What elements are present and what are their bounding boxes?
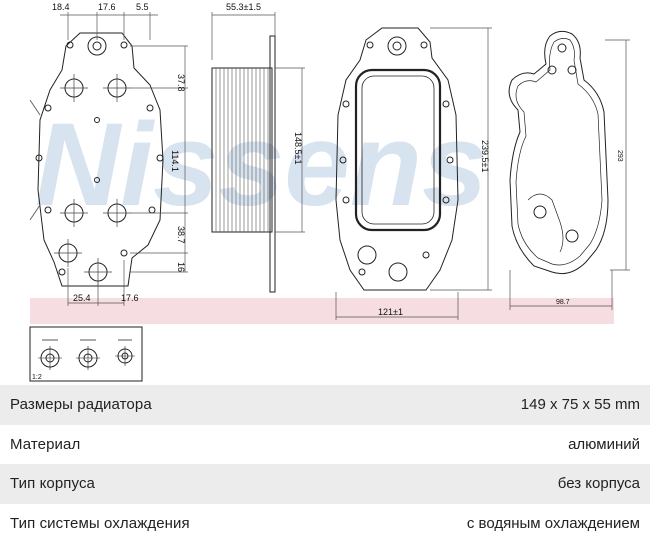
front-dim-bottom-2: 17.6: [121, 293, 139, 303]
spec-row-material: Материал алюминий: [0, 425, 650, 465]
seal-view: [508, 30, 630, 310]
detail-scale: 1:2: [32, 374, 42, 381]
gasket-dim-width: 121±1: [378, 307, 403, 317]
gasket-dim-height: 239.5±1: [480, 140, 490, 172]
front-dim-top-1: 18.4: [52, 2, 70, 12]
gasket-view: [335, 27, 492, 320]
brand-watermark: Nissens: [35, 99, 488, 231]
spec-value: с водяным охлаждением: [466, 514, 640, 532]
front-dim-top-3: 5.5: [136, 2, 149, 12]
front-dim-right-4: 16: [176, 262, 186, 272]
spec-value: без корпуса: [557, 475, 640, 493]
front-dim-right-2: 114.1: [170, 150, 180, 172]
spec-label: Тип системы охлаждения: [10, 514, 190, 532]
front-view: [29, 12, 188, 306]
highlight-band: [30, 298, 614, 324]
spec-row-size: Размеры радиатора 149 x 75 x 55 mm: [0, 385, 650, 425]
seal-dim-width: 98.7: [556, 299, 570, 306]
side-dim-height: 148.5±1: [293, 132, 303, 164]
front-dim-right-1: 37.8: [176, 74, 186, 92]
front-dim-right-3: 38.7: [176, 226, 186, 244]
front-dim-top-2: 17.6: [98, 2, 116, 12]
side-dim-width: 55.3±1.5: [226, 2, 261, 12]
front-dim-bottom-1: 25.4: [73, 293, 91, 303]
detail-box: [29, 326, 143, 382]
spec-label: Размеры радиатора: [10, 396, 152, 414]
spec-value: алюминий: [568, 435, 640, 453]
spec-value: 149 x 75 x 55 mm: [520, 396, 640, 414]
seal-dim-height: 293: [616, 150, 623, 162]
spec-label: Тип корпуса: [10, 475, 95, 493]
spec-row-cooling: Тип системы охлаждения с водяным охлажде…: [0, 504, 650, 543]
spec-label: Материал: [10, 435, 81, 453]
specs-table: Размеры радиатора 149 x 75 x 55 mm Матер…: [0, 385, 650, 543]
side-view: [211, 12, 305, 293]
technical-drawing: Nissens 18.4 17.6 5.5 37.8: [29, 2, 630, 382]
spec-row-housing: Тип корпуса без корпуса: [0, 464, 650, 504]
drawing-canvas: Nissens 18.4 17.6 5.5 37.8: [29, 2, 630, 382]
